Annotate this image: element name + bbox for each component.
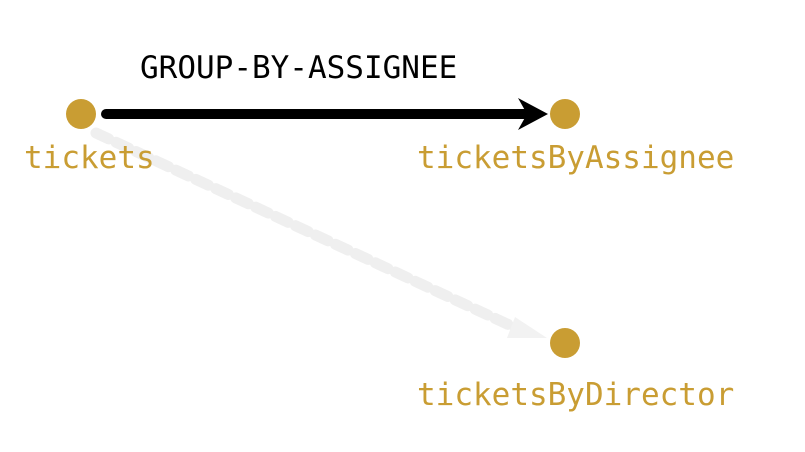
node-label-ticketsByDirector: ticketsByDirector [417,377,735,413]
node-label-ticketsByAssignee: ticketsByAssignee [417,140,735,176]
node-ticketsByAssignee[interactable] [550,99,580,129]
arrowhead-icon [507,317,547,338]
edge-tickets-to-ticketsByAssignee [101,98,548,130]
node-ticketsByDirector[interactable] [550,328,580,358]
edge-tickets-to-ticketsByDirector [90,127,547,338]
node-tickets[interactable] [66,99,96,129]
edge-label-group-by-assignee: GROUP-BY-ASSIGNEE [140,50,458,86]
arrowhead-icon [518,98,548,130]
node-label-tickets: tickets [24,140,155,176]
